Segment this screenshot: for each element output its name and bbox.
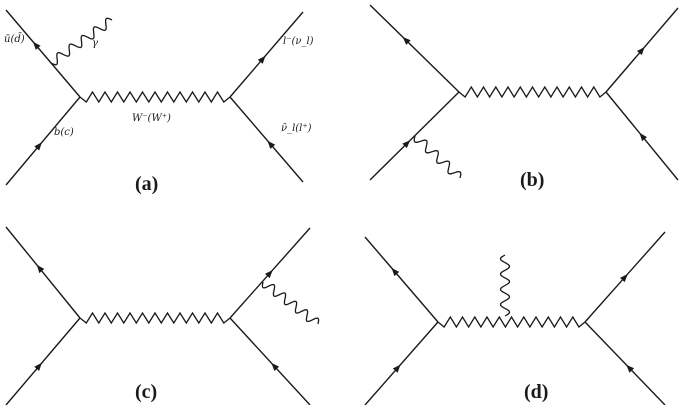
arrow-icon [265, 270, 273, 279]
diagram-c-w-boson [79, 311, 231, 325]
arrow-icon [36, 264, 45, 274]
diagram-b: (b) [369, 4, 679, 191]
label-boson: W⁻(W⁺) [132, 113, 171, 124]
arrow-icon [33, 41, 41, 50]
diagram-a-fermion-top-right [229, 11, 304, 98]
diagram-c-fermion-top-left [5, 226, 81, 319]
arrow-icon [391, 268, 400, 277]
diagram-d-photon [499, 254, 511, 317]
diagram-c: (c) [5, 226, 320, 406]
caption-c: (c) [135, 381, 157, 403]
arrow-icon [620, 274, 628, 283]
diagram-d: (d) [364, 231, 666, 406]
diagram-b-w-boson [458, 85, 607, 99]
caption-a: (a) [135, 173, 158, 195]
caption-d: (d) [524, 381, 548, 403]
diagram-a-fermion-bottom-right [229, 96, 304, 183]
arrow-icon [257, 55, 266, 64]
label-bottom-left: b(c) [54, 127, 74, 138]
diagram-a-fermion-top-left [5, 9, 81, 98]
arrow-icon [34, 142, 42, 151]
diagram-b-fermion-top-left [369, 4, 460, 93]
diagram-c-fermion-bottom-right [229, 317, 311, 406]
diagram-d-w-boson [437, 315, 586, 329]
diagram-a-fermion-bottom-left [5, 96, 81, 186]
label-top-right: l⁻(ν_l) [283, 36, 314, 47]
diagram-c-photon [261, 281, 320, 325]
arrow-icon [402, 37, 411, 45]
diagram-d-fermion-bottom-right [584, 321, 666, 406]
arrow-icon [639, 132, 647, 142]
diagram-b-photon [413, 135, 462, 179]
diagram-a: ū(d̄) γ b(c) W⁻(W⁺) l⁻(ν_l) ν̄_l(l⁺) (a) [4, 9, 314, 195]
diagram-a-w-boson [79, 90, 231, 104]
arrow-icon [402, 140, 411, 149]
label-photon: γ [92, 38, 98, 49]
label-bottom-right: ν̄_l(l⁺) [281, 123, 312, 134]
label-top-left: ū(d̄) [4, 33, 25, 45]
arrow-icon [267, 140, 276, 149]
diagram-c-fermion-bottom-left [5, 317, 81, 406]
diagram-d-fermion-top-left [364, 236, 439, 323]
diagram-d-fermion-bottom-left [364, 321, 439, 406]
arrow-icon [637, 47, 645, 56]
arrow-icon [392, 364, 401, 373]
diagram-a-photon [50, 17, 113, 66]
arrow-icon [626, 364, 635, 373]
arrow-icon [271, 362, 280, 371]
arrow-icon [34, 362, 42, 371]
caption-b: (b) [520, 169, 544, 191]
